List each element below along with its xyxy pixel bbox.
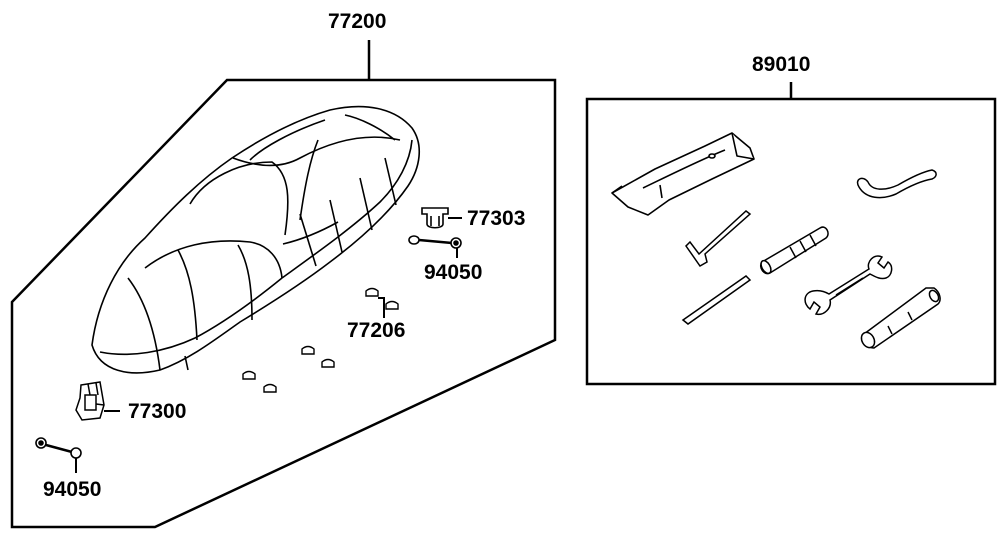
assembly-label-seat: 77200 bbox=[328, 10, 387, 33]
callout-leader-77206 bbox=[378, 297, 385, 318]
assembly-label-tool-kit: 89010 bbox=[752, 53, 811, 76]
rubber-bumpers-77206 bbox=[242, 287, 399, 393]
seat-illustration bbox=[91, 105, 421, 374]
hex-key bbox=[685, 210, 752, 267]
tool-pouch bbox=[611, 132, 755, 216]
bolt-94050-lower bbox=[35, 437, 82, 459]
callout-label-94050-lower: 94050 bbox=[43, 478, 102, 501]
callout-label-94050-upper: 94050 bbox=[424, 261, 483, 284]
callout-label-77206: 77206 bbox=[347, 319, 406, 342]
seat-assembly-frame bbox=[10, 78, 557, 529]
screwdriver-shaft bbox=[681, 275, 752, 325]
bolt-94050-upper bbox=[408, 235, 462, 249]
box-spanner bbox=[860, 287, 941, 349]
hook-spanner bbox=[856, 169, 937, 199]
lock-latch-77300 bbox=[75, 381, 105, 421]
open-end-wrench bbox=[804, 255, 893, 316]
hinge-bracket-77303 bbox=[421, 207, 449, 229]
screwdriver-handle bbox=[759, 226, 829, 275]
tool-kit-frame bbox=[585, 97, 997, 386]
callout-label-77300: 77300 bbox=[128, 400, 187, 423]
callout-label-77303: 77303 bbox=[467, 207, 526, 230]
